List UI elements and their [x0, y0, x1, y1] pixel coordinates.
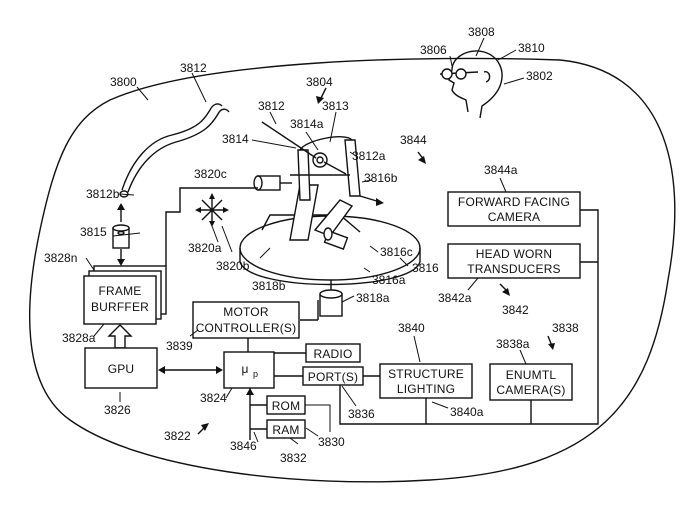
motor-controller-label-2: CONTROLLER(S) — [196, 321, 297, 335]
label-3836: 3836 — [348, 407, 375, 421]
label-3838a: 3838a — [496, 337, 530, 351]
structure-lighting-box — [379, 363, 473, 399]
gpu-label: GPU — [108, 362, 135, 376]
label-3808: 3808 — [468, 25, 495, 39]
compass-arrows — [195, 193, 229, 227]
leader-lines — [85, 37, 527, 445]
label-3826: 3826 — [104, 403, 131, 417]
label-3815: 3815 — [80, 225, 107, 239]
label-3820c: 3820c — [194, 167, 227, 181]
label-3802: 3802 — [526, 69, 553, 83]
structure-lighting-label-1: STRUCTURE — [388, 367, 464, 381]
label-3810: 3810 — [518, 41, 545, 55]
enumtl-camera-label-1: ENUMTL — [506, 368, 557, 382]
microprocessor-box — [223, 351, 275, 389]
enclosure-outline — [28, 57, 676, 483]
label-3820a: 3820a — [188, 241, 222, 255]
label-3846: 3846 — [230, 439, 257, 453]
label-3804: 3804 — [306, 75, 333, 89]
head-transducers-label-1: HEAD WORN — [476, 247, 552, 261]
ports-label: PORT(S) — [308, 370, 359, 384]
forward-camera-label-1: FORWARD FACING — [458, 195, 570, 209]
label-3812-top: 3812 — [180, 61, 207, 75]
label-3816: 3816 — [412, 261, 439, 275]
ram-label: RAM — [272, 423, 299, 437]
structure-lighting-label-2: LIGHTING — [397, 382, 455, 396]
frame-buffer-label-1: FRAME — [99, 284, 142, 298]
label-3828a: 3828a — [62, 331, 96, 345]
base-motor — [319, 280, 343, 317]
forward-camera-box — [447, 191, 581, 227]
motor-controller-box — [192, 301, 300, 339]
label-3830: 3830 — [318, 435, 345, 449]
label-3800: 3800 — [110, 75, 137, 89]
label-3812b: 3812b — [86, 187, 120, 201]
frame-buffer-label-2: BURFFER — [91, 300, 149, 314]
label-3813: 3813 — [322, 99, 349, 113]
label-3814: 3814 — [222, 132, 249, 146]
radio-label: RADIO — [313, 347, 352, 361]
label-3844a: 3844a — [484, 163, 518, 177]
label-3818a: 3818a — [356, 291, 390, 305]
label-3822: 3822 — [164, 429, 191, 443]
rom-label: ROM — [272, 399, 301, 413]
head-figure — [439, 50, 503, 119]
label-3840: 3840 — [398, 321, 425, 335]
gpu-box — [84, 347, 158, 389]
label-3839: 3839 — [166, 339, 193, 353]
label-3842: 3842 — [502, 303, 529, 317]
label-3840a: 3840a — [450, 405, 484, 419]
microprocessor-label: μ — [241, 362, 248, 376]
enumtl-camera-label-2: CAMERA(S) — [496, 383, 565, 397]
label-3818b: 3818b — [252, 279, 286, 293]
head-transducers-box — [447, 243, 581, 279]
label-3816a: 3816a — [372, 273, 406, 287]
label-3842a: 3842a — [438, 291, 472, 305]
label-3806: 3806 — [420, 43, 447, 57]
label-3816b: 3816b — [364, 171, 398, 185]
label-3816c: 3816c — [380, 245, 413, 259]
ref-arrows — [197, 87, 555, 435]
label-3844: 3844 — [400, 133, 427, 147]
label-3828n: 3828n — [44, 251, 77, 265]
label-3838: 3838 — [552, 321, 579, 335]
label-3832: 3832 — [280, 451, 307, 465]
label-3824: 3824 — [200, 391, 227, 405]
connector-3815 — [112, 203, 130, 249]
forward-camera-label-2: CAMERA — [488, 210, 541, 224]
motor-controller-label-1: MOTOR — [223, 305, 269, 319]
cable — [121, 103, 223, 191]
label-3814a: 3814a — [290, 117, 324, 131]
label-3812a: 3812a — [352, 149, 386, 163]
microprocessor-sub: p — [253, 369, 258, 379]
gpu-to-framebuffer-arrow — [107, 324, 133, 349]
head-transducers-label-2: TRANSDUCERS — [467, 262, 561, 276]
gimbal-arm — [253, 121, 384, 250]
label-3812-mid: 3812 — [258, 99, 285, 113]
label-3820b: 3820b — [216, 259, 250, 273]
rotating-platform — [239, 214, 421, 286]
frame-buffer-stack — [83, 265, 167, 325]
